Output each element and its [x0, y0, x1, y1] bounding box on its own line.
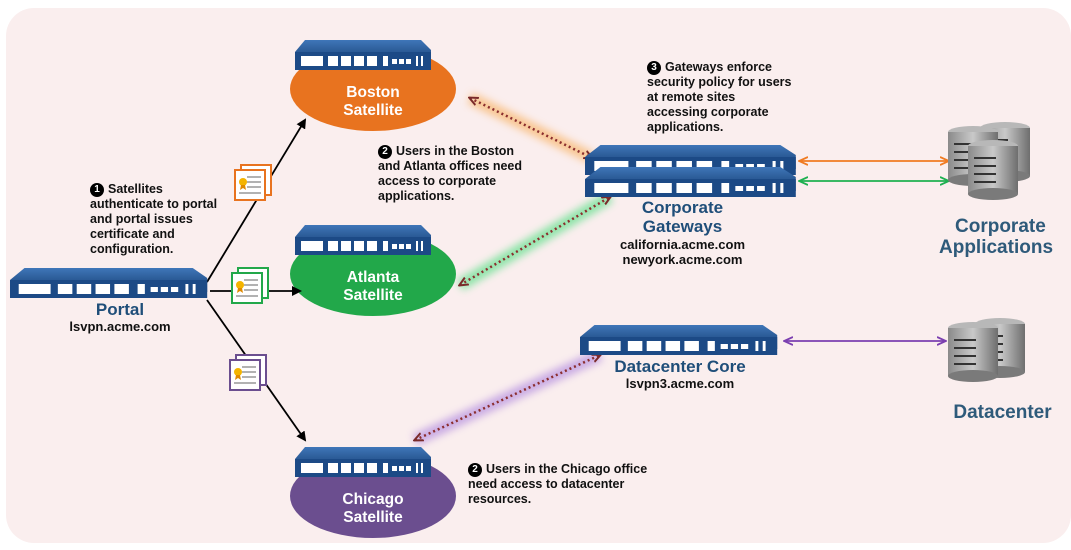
chicago-device-icon: [295, 447, 431, 477]
step-number-badge: 2: [468, 463, 482, 477]
portal-device-icon: [10, 268, 208, 298]
boston-gateway-link: [470, 92, 592, 164]
atlanta-device-icon: [295, 225, 431, 255]
datacenter-server-icon: [947, 317, 1026, 383]
datacenter-core-title: Datacenter Core: [614, 357, 746, 376]
step-number-badge: 2: [378, 145, 392, 159]
boston-device-icon: [295, 40, 431, 70]
datacenter-title: Datacenter: [953, 402, 1052, 423]
datacenter-core-device-icon: [580, 325, 778, 355]
gateway-device-icon: [585, 167, 796, 197]
step-number-badge: 1: [90, 183, 104, 197]
portal-to-boston-arrow: [206, 118, 307, 283]
datacenter-core-host: lsvpn3.acme.com: [625, 376, 735, 391]
portal-title: Portal: [95, 300, 145, 319]
chicago-datacenter-link: [415, 349, 600, 446]
certificate-icon: [231, 267, 269, 304]
atlanta-gateway-link: [456, 191, 614, 291]
certificate-icon: [229, 354, 267, 391]
step-number-badge: 3: [647, 61, 661, 75]
certificate-icon: [234, 164, 272, 201]
portal-host: lsvpn.acme.com: [69, 319, 171, 334]
